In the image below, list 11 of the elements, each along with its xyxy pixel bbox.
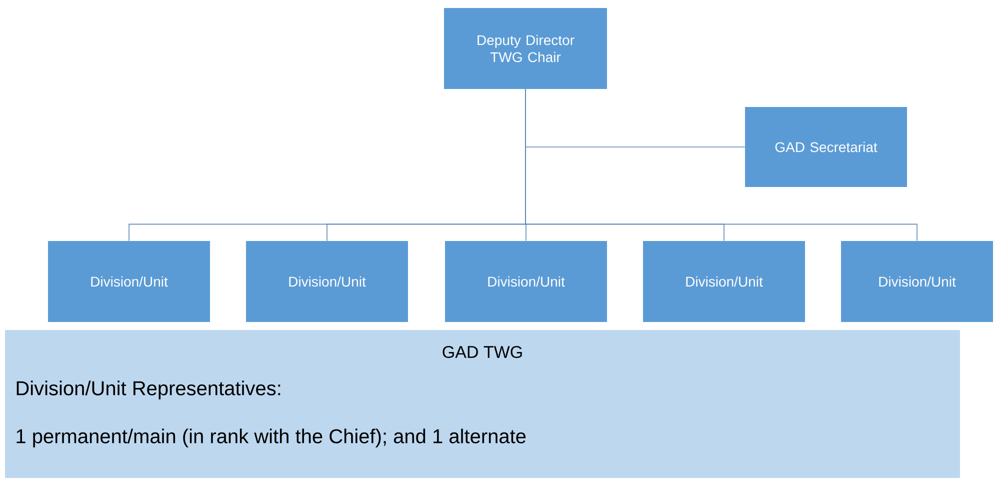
band-text: 1 permanent/main (in rank with the Chief); and 1 alternate	[16, 428, 526, 448]
org-box: Division/Unit	[841, 241, 994, 322]
org-box: Division/Unit	[445, 241, 607, 322]
connector-line	[525, 88, 918, 242]
band-heading: GAD TWG	[442, 346, 522, 358]
org-box: Division/Unit	[643, 241, 806, 322]
band-text: Division/Unit Representatives:	[16, 380, 280, 400]
org-box: Deputy Director TWG Chair	[444, 8, 607, 89]
org-box: Division/Unit	[246, 241, 408, 322]
org-box: Division/Unit	[48, 241, 210, 322]
org-box: GAD Secretariat	[745, 107, 908, 187]
